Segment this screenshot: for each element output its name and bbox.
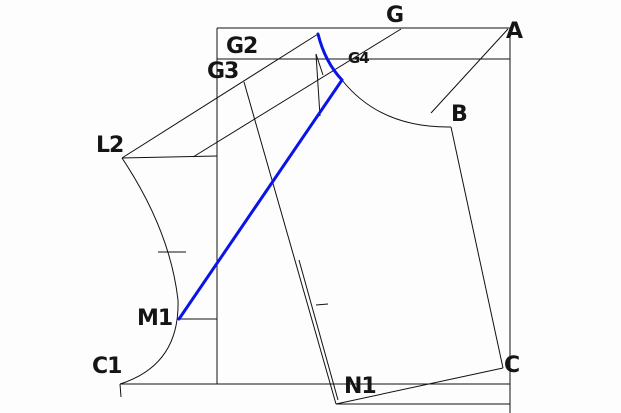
label-m1: M1 — [137, 306, 173, 331]
armhole-curve — [119, 157, 179, 385]
c-n1-line — [335, 367, 504, 405]
dart-line-1 — [315, 53, 321, 117]
dart-line-2 — [315, 53, 324, 76]
l2-horizontal — [121, 155, 218, 159]
a-b-line — [430, 28, 509, 114]
g-diagonal — [192, 28, 402, 158]
neck-curve — [341, 79, 452, 128]
label-c: C — [504, 353, 520, 378]
label-g4: G4 — [348, 49, 370, 67]
label-g3: G3 — [207, 59, 239, 84]
tick-mark-seam — [315, 303, 329, 306]
label-g2: G2 — [226, 34, 258, 59]
blue-diagonal-line — [177, 78, 344, 321]
label-g: G — [386, 3, 404, 28]
label-c1: C1 — [92, 354, 122, 379]
g3-n1-line — [243, 81, 337, 405]
l2-g2-line — [121, 33, 319, 159]
label-l2: L2 — [96, 133, 124, 158]
c1-drop — [119, 383, 122, 398]
side-seam — [450, 126, 504, 369]
label-a: A — [506, 19, 523, 44]
label-b: B — [451, 102, 468, 127]
label-n1: N1 — [344, 374, 377, 399]
g3-n1-line-double — [298, 259, 339, 401]
blue-shoulder-curve — [316, 32, 344, 82]
